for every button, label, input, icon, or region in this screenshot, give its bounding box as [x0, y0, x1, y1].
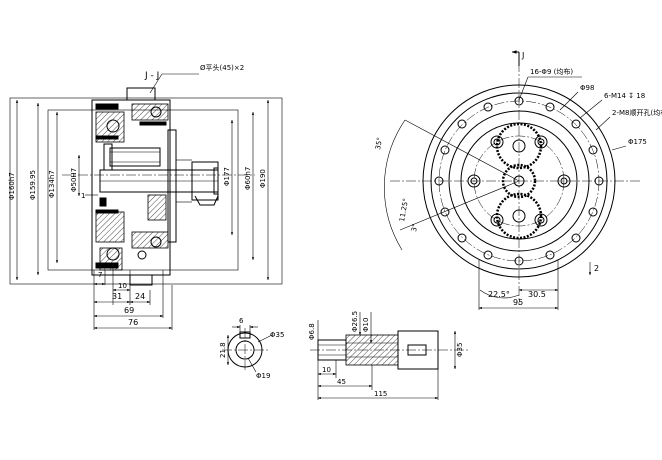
dim-95: 95: [513, 298, 523, 307]
section-mark: J: [521, 51, 524, 60]
shaft-end-view: 6 Φ35 21.8 Φ19: [219, 317, 284, 380]
angle-225: 22.5°: [488, 290, 510, 299]
dim-10: 10: [322, 366, 331, 374]
dia-label-50: Φ50H7: [70, 168, 78, 192]
dia-label-134: Φ134h7: [48, 170, 56, 198]
dia-label-177: Φ177: [223, 167, 231, 186]
holes-label: 16-Φ9 (均布): [530, 67, 573, 76]
shaft-side-view: Φ6.8 Φ26.5 Φ10 Φ35 10 45 115: [308, 311, 470, 400]
dim-115: 115: [374, 390, 387, 398]
dim-45: 45: [337, 378, 346, 386]
dia-label-160: Φ160h7: [8, 172, 16, 200]
angle-35: 35°: [374, 137, 384, 151]
dim-6: 6: [239, 317, 244, 325]
dim-dia10: Φ10: [362, 318, 370, 332]
dia-label-190: Φ190: [259, 169, 267, 188]
dim-dia19: Φ19: [256, 372, 270, 380]
small-label-1: 1: [81, 192, 85, 200]
angle-1125: 11.25°: [398, 198, 410, 223]
planet-gear-top: [495, 122, 543, 170]
planet-gear-mid: [501, 163, 537, 199]
hole-label-2: 2-M8顺开孔(均布): [612, 108, 662, 117]
bottom-dim-76: 76: [128, 318, 138, 327]
left-section-view: J - J Ø平头(45)×2 Φ160h7 Φ159.95 Φ134h7 Φ5…: [8, 63, 283, 330]
thread-label: 6-M14 ↧ 18: [604, 92, 645, 100]
right-front-view: J: [374, 50, 662, 310]
dim-dia265: Φ26.5: [351, 311, 359, 332]
small-label-7: 7: [98, 271, 102, 279]
outer-bolt-holes: [434, 96, 604, 266]
dia-label-15995: Φ159.95: [29, 170, 37, 200]
section-label: J - J: [144, 71, 159, 81]
dim-dia35: Φ35: [270, 331, 284, 339]
section-note: Ø平头(45)×2: [200, 63, 244, 72]
dim-dia68: Φ6.8: [308, 323, 316, 340]
dim-2: 2: [594, 264, 599, 273]
outer-dia-label: Φ175: [628, 138, 647, 146]
planet-gear-bottom: [495, 192, 543, 240]
bottom-dim-69: 69: [124, 306, 134, 315]
bottom-dim-24: 24: [135, 292, 145, 301]
bolt-circle-label: Φ98: [580, 84, 594, 92]
dia-label-60: Φ60h7: [244, 167, 252, 190]
small-label-10: 10: [118, 282, 127, 290]
dim-218: 21.8: [219, 342, 227, 358]
bottom-dim-31: 31: [112, 292, 122, 301]
angle-3: 3°: [410, 223, 419, 232]
dim-dia35-shaft: Φ35: [456, 343, 464, 357]
dim-305: 30.5: [528, 290, 546, 299]
